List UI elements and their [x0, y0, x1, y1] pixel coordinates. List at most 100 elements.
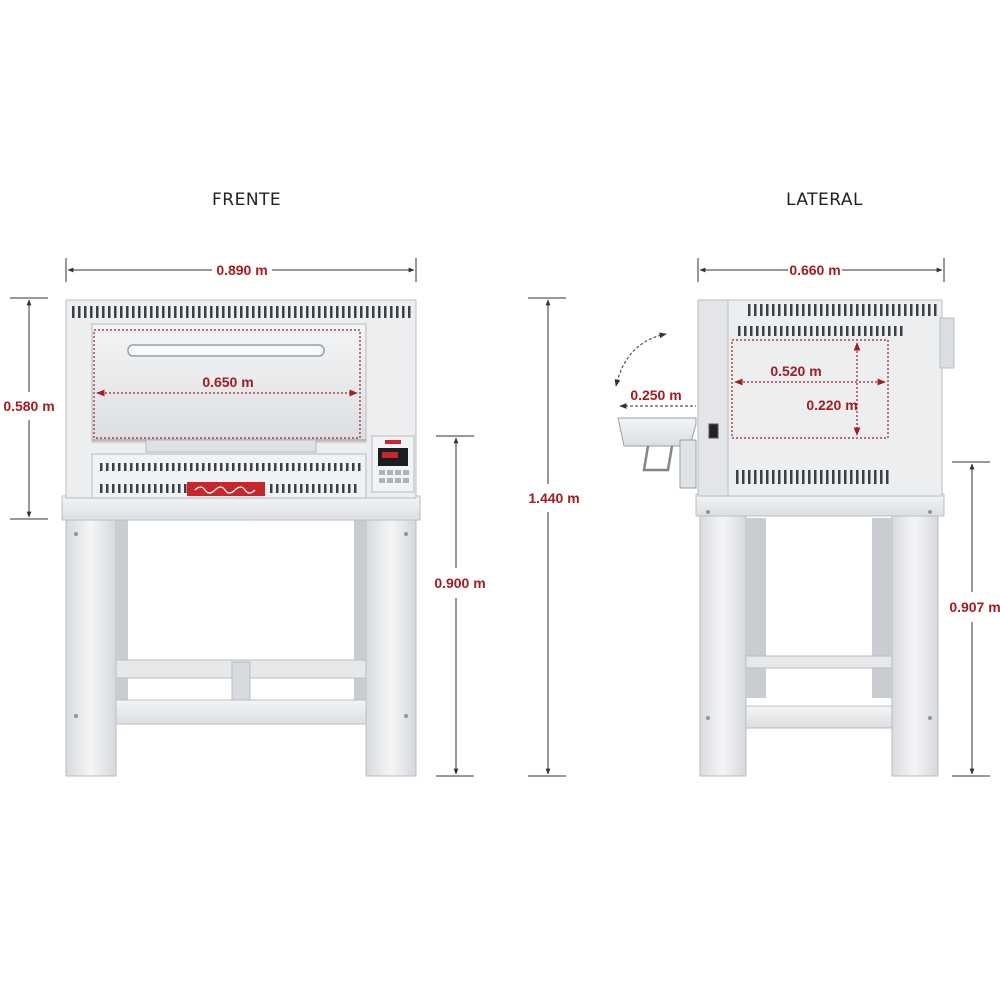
- vent-slot: [880, 470, 883, 484]
- vent-slot: [306, 484, 309, 493]
- vent-slot: [900, 326, 903, 336]
- vent-slot: [274, 463, 277, 471]
- vent-slot: [270, 306, 273, 318]
- side-mid-vents: [738, 326, 903, 336]
- vent-slot: [300, 484, 303, 493]
- vent-slot: [138, 306, 141, 318]
- vent-slot: [174, 306, 177, 318]
- front-chamber-outline: [93, 329, 361, 439]
- side-top-vents: [748, 304, 937, 316]
- vent-slot: [876, 326, 879, 336]
- vent-slot: [840, 326, 843, 336]
- side-chamber-outline: [731, 339, 889, 439]
- vent-slot: [318, 306, 321, 318]
- side-stand-leg-left: [699, 515, 747, 777]
- vent-slot: [172, 463, 175, 471]
- front-top-vents: [72, 306, 411, 318]
- control-buttons: [379, 470, 409, 483]
- vent-slot: [850, 470, 853, 484]
- vent-slot: [180, 306, 183, 318]
- vent-slot: [904, 304, 907, 316]
- vent-slot: [334, 463, 337, 471]
- vent-slot: [802, 470, 805, 484]
- vent-slot: [342, 306, 345, 318]
- side-stand-leg-right: [891, 515, 939, 777]
- vent-slot: [910, 304, 913, 316]
- vent-slot: [198, 306, 201, 318]
- vent-slot: [808, 304, 811, 316]
- vent-slot: [294, 484, 297, 493]
- vent-slot: [108, 306, 111, 318]
- vent-slot: [238, 463, 241, 471]
- vent-slot: [316, 463, 319, 471]
- vent-slot: [204, 306, 207, 318]
- vent-slot: [366, 306, 369, 318]
- front-stand-inner-right: [354, 520, 366, 700]
- front-oven: [61, 299, 421, 777]
- front-width-label: 0.890 m: [216, 262, 267, 278]
- vent-slot: [90, 306, 93, 318]
- vent-slot: [300, 306, 303, 318]
- vent-slot: [190, 463, 193, 471]
- vent-slot: [192, 306, 195, 318]
- front-stand-top: [61, 495, 421, 521]
- door-swing-arc: [614, 332, 667, 387]
- vent-slot: [106, 484, 109, 493]
- vent-slot: [832, 470, 835, 484]
- vent-slot: [342, 484, 345, 493]
- vent-slot: [768, 326, 771, 336]
- vent-slot: [312, 484, 315, 493]
- vent-slot: [306, 306, 309, 318]
- vent-slot: [846, 326, 849, 336]
- vent-slot: [762, 326, 765, 336]
- side-oven-front-edge: [697, 299, 729, 497]
- vent-slot: [78, 306, 81, 318]
- side-stand-crossbar: [745, 655, 893, 669]
- vent-slot: [748, 304, 751, 316]
- vent-slot: [256, 463, 259, 471]
- vent-slot: [816, 326, 819, 336]
- vent-slot: [760, 304, 763, 316]
- vent-slot: [216, 306, 219, 318]
- vent-slot: [844, 304, 847, 316]
- vent-slot: [354, 484, 357, 493]
- vent-slot: [142, 463, 145, 471]
- vent-slot: [820, 304, 823, 316]
- vent-slot: [886, 304, 889, 316]
- front-stand-inner-left: [116, 520, 128, 700]
- vent-slot: [408, 306, 411, 318]
- vent-slot: [268, 463, 271, 471]
- vent-slot: [114, 306, 117, 318]
- vent-slot: [100, 484, 103, 493]
- vent-slot: [852, 326, 855, 336]
- vent-slot: [348, 484, 351, 493]
- vent-slot: [766, 304, 769, 316]
- vent-slot: [346, 463, 349, 471]
- vent-slot: [244, 463, 247, 471]
- vent-slot: [150, 306, 153, 318]
- vent-slot: [796, 304, 799, 316]
- vent-slot: [202, 463, 205, 471]
- vent-slot: [330, 306, 333, 318]
- vent-slot: [888, 326, 891, 336]
- vent-slot: [790, 470, 793, 484]
- vent-slot: [84, 306, 87, 318]
- vent-slot: [136, 484, 139, 493]
- front-stand-leg-right: [365, 517, 417, 777]
- front-stand-shelf: [115, 699, 367, 725]
- front-stand-brace: [231, 661, 251, 701]
- front-oven-door: [91, 323, 367, 443]
- vent-slot: [744, 326, 747, 336]
- vent-slot: [934, 304, 937, 316]
- vent-slot: [778, 470, 781, 484]
- vent-slot: [172, 484, 175, 493]
- vent-slot: [838, 470, 841, 484]
- vent-slot: [262, 463, 265, 471]
- vent-slot: [124, 484, 127, 493]
- vent-slot: [832, 304, 835, 316]
- vent-slot: [324, 306, 327, 318]
- vent-slot: [226, 463, 229, 471]
- vent-slot: [826, 304, 829, 316]
- vent-slot: [282, 484, 285, 493]
- front-chamber-width-label: 0.650 m: [202, 374, 253, 390]
